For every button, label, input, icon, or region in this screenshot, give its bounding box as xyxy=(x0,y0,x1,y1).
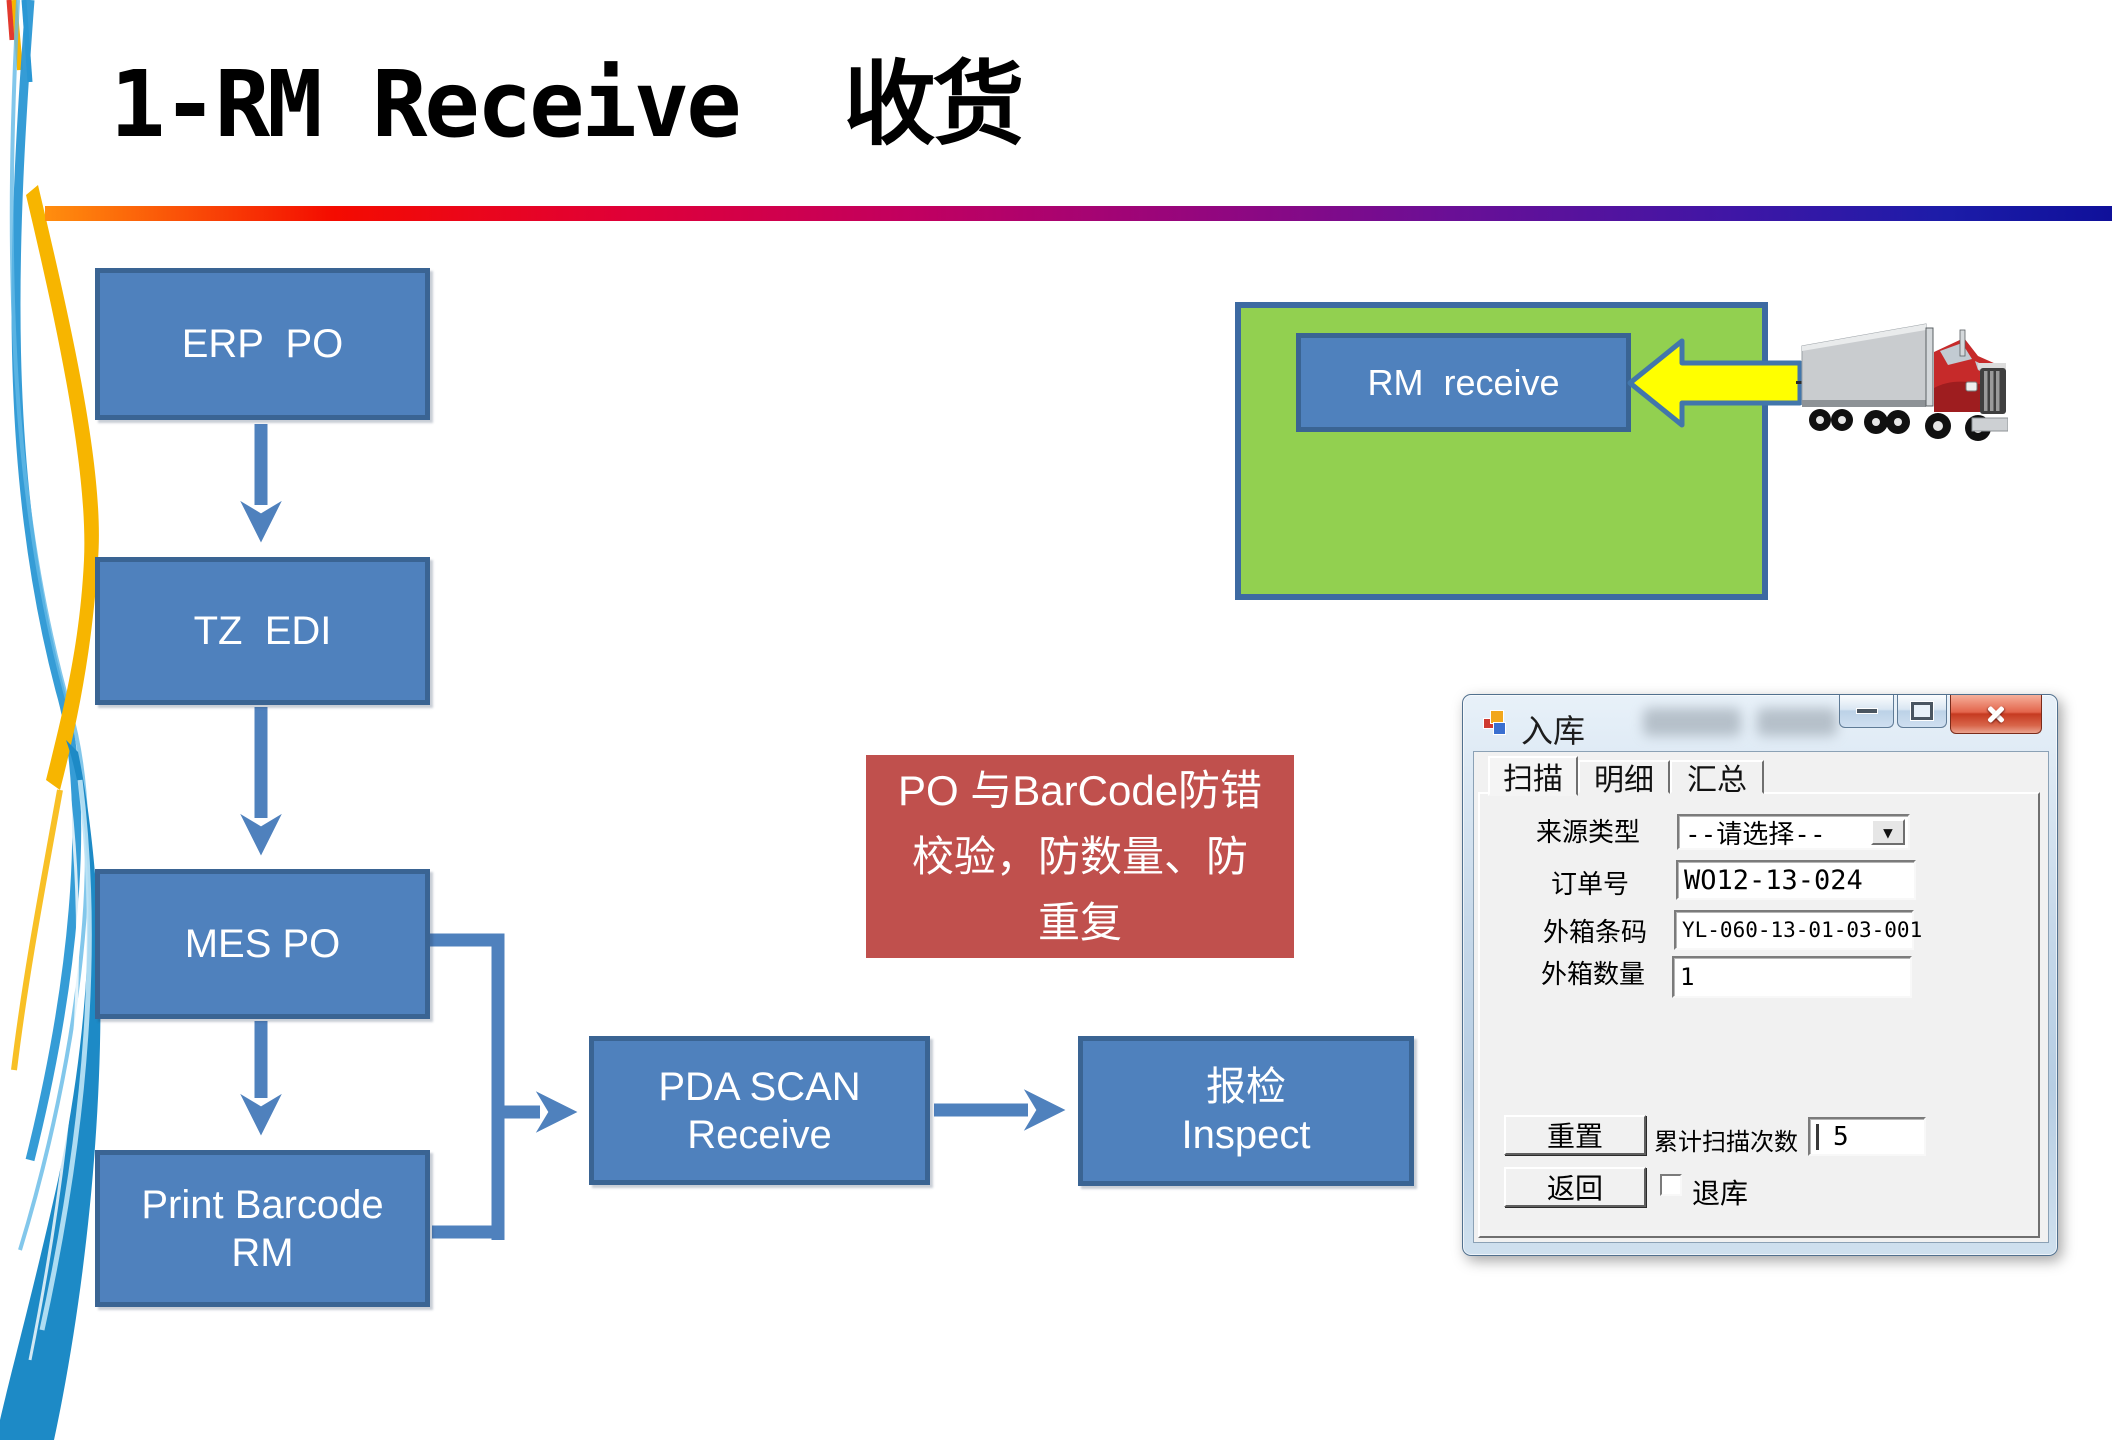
carton-qty-value: 1 xyxy=(1680,963,1695,991)
source-type-select[interactable]: --请选择-- ▼ xyxy=(1677,814,1910,850)
flow-box-erp-po: ERP PO xyxy=(95,268,430,420)
flow-box-label: RM xyxy=(231,1230,294,1275)
flow-box-label: RM receive xyxy=(1367,361,1560,403)
tab-detail[interactable]: 明细 xyxy=(1578,760,1670,798)
flow-box-print-barcode-rm: Print Barcode RM xyxy=(95,1150,430,1307)
scan-count-label: 累计扫描次数 xyxy=(1654,1128,1798,1156)
error-proofing-note: PO 与BarCode防错 校验，防数量、防 重复 xyxy=(866,755,1294,958)
order-no-value: WO12-13-024 xyxy=(1684,864,1863,896)
order-no-input[interactable]: WO12-13-024 xyxy=(1676,860,1916,900)
window-title: 入库 xyxy=(1521,712,1586,750)
dropdown-button[interactable]: ▼ xyxy=(1871,819,1905,845)
flow-box-inspect: 报检 Inspect xyxy=(1078,1036,1414,1186)
minimize-icon xyxy=(1855,708,1878,714)
reset-button-label: 重置 xyxy=(1546,1120,1603,1153)
source-type-label: 来源类型 xyxy=(1536,818,1641,848)
carton-barcode-value: YL-060-13-01-03-001 xyxy=(1682,918,1923,942)
titlebar-redacted-text xyxy=(1643,708,1741,736)
maximize-icon xyxy=(1911,702,1933,720)
window-titlebar[interactable]: 入库 xyxy=(1463,695,2057,751)
source-type-value: --请选择-- xyxy=(1685,819,1826,850)
note-line: 校验，防数量、防 xyxy=(911,832,1248,880)
tab-summary[interactable]: 汇总 xyxy=(1670,760,1764,798)
close-button[interactable] xyxy=(1950,695,2042,734)
scan-count-value: 5 xyxy=(1833,1121,1849,1152)
back-button-label: 返回 xyxy=(1546,1172,1603,1205)
minimize-button[interactable] xyxy=(1839,695,1894,728)
flow-box-label: MES PO xyxy=(184,922,341,966)
flow-box-label: Receive xyxy=(687,1112,832,1157)
close-icon xyxy=(1984,702,2008,726)
flow-box-label: Print Barcode xyxy=(141,1182,384,1227)
title-underline-bar xyxy=(45,206,2112,221)
maximize-button[interactable] xyxy=(1897,695,1947,728)
tab-scan[interactable]: 扫描 xyxy=(1488,756,1578,797)
tab-label: 汇总 xyxy=(1687,763,1747,798)
tab-label: 扫描 xyxy=(1503,762,1563,797)
flow-box-label: Inspect xyxy=(1181,1113,1311,1157)
inbound-window: 入库 扫描 明细 汇总 来源类型 --请选择-- xyxy=(1462,694,2058,1256)
carton-qty-label: 外箱数量 xyxy=(1541,960,1646,990)
order-no-label: 订单号 xyxy=(1551,870,1630,900)
note-line: PO 与BarCode防错 xyxy=(897,766,1263,814)
flow-box-rm-receive: RM receive xyxy=(1296,333,1631,432)
flow-box-pda-scan-receive: PDA SCAN Receive xyxy=(589,1036,930,1185)
return-checkbox[interactable] xyxy=(1660,1174,1682,1196)
truck-connector-line xyxy=(1796,381,1818,384)
reset-button[interactable]: 重置 xyxy=(1504,1115,1646,1155)
scan-count-box: | 5 xyxy=(1808,1117,1926,1156)
note-line: 重复 xyxy=(1037,898,1122,946)
titlebar-redacted-text xyxy=(1757,708,1837,736)
chevron-down-icon: ▼ xyxy=(1883,822,1893,842)
flow-box-label: TZ EDI xyxy=(193,609,332,653)
carton-barcode-input[interactable]: YL-060-13-01-03-001 xyxy=(1674,910,1922,950)
truck-image xyxy=(1801,323,2008,441)
flow-box-mes-po: MES PO xyxy=(95,869,430,1019)
text-caret: | xyxy=(1816,1123,1819,1150)
flow-box-label: 报检 xyxy=(1206,1065,1286,1109)
back-button[interactable]: 返回 xyxy=(1504,1167,1646,1207)
flow-box-label: ERP PO xyxy=(181,322,344,366)
app-icon xyxy=(1483,710,1509,736)
carton-barcode-label: 外箱条码 xyxy=(1543,918,1648,948)
flow-box-tz-edi: TZ EDI xyxy=(95,557,430,705)
return-checkbox-label: 退库 xyxy=(1692,1177,1749,1210)
page-title: 1-RM Receive 收货 xyxy=(110,51,1024,158)
elbow-connector-mes xyxy=(430,933,505,1240)
window-client-area: 扫描 明细 汇总 来源类型 --请选择-- ▼ 订单号 WO12-13-024 … xyxy=(1473,751,2049,1243)
flow-box-label: PDA SCAN xyxy=(658,1064,861,1109)
tab-label: 明细 xyxy=(1594,763,1654,798)
carton-qty-input[interactable]: 1 xyxy=(1672,956,1912,998)
